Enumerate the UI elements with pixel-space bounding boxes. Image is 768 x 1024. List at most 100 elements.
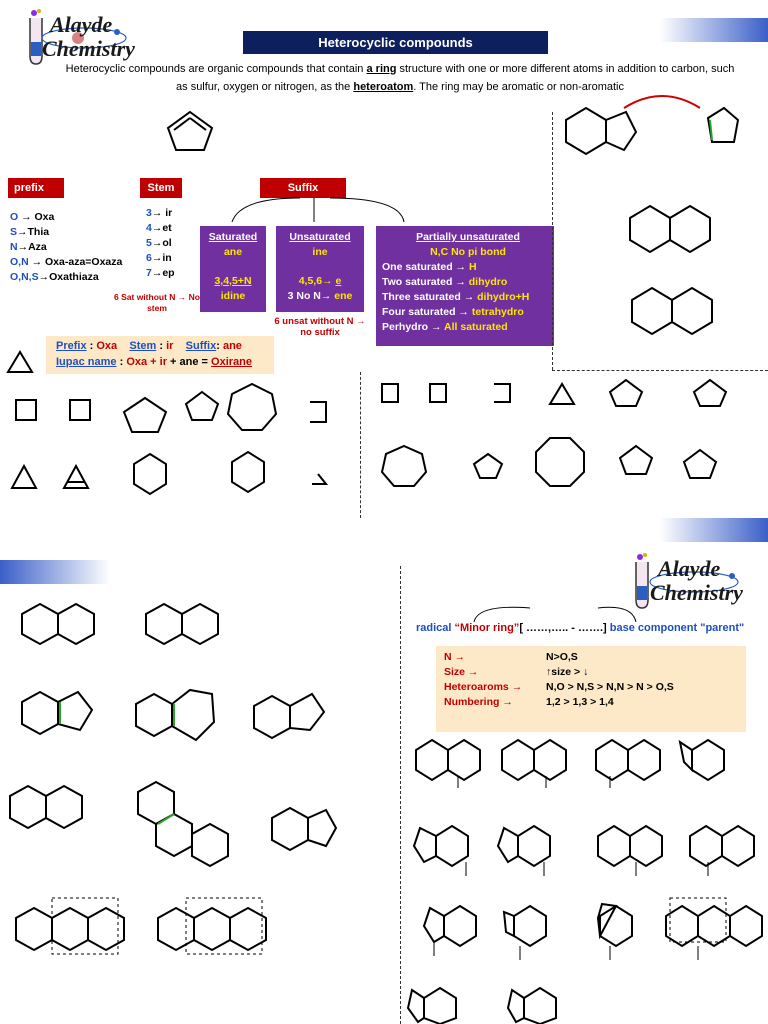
five-ring-icon xyxy=(682,448,718,479)
header-gradient xyxy=(660,18,768,42)
three-ring-icon xyxy=(10,463,38,489)
seven-ring-icon xyxy=(380,444,428,487)
benzene-ring-icon xyxy=(135,692,173,738)
dashed-box xyxy=(185,897,263,955)
example-suffix-value: ane xyxy=(222,340,242,352)
stem-arrow: → xyxy=(151,222,163,234)
four-ring-icon xyxy=(15,399,37,421)
partial-heading: Partially unsaturated xyxy=(416,231,520,243)
rule-value: ↑size > ↓ xyxy=(546,666,589,678)
five-ring-icon xyxy=(412,826,437,864)
partial-row: Two saturated → dihydro xyxy=(382,275,554,290)
five-ring-icon xyxy=(596,902,618,940)
benzene-ring-icon xyxy=(155,812,193,858)
partial-row-label: Two saturated → xyxy=(382,276,469,288)
partial-row-label: Four saturated → xyxy=(382,306,472,318)
rule-value: N,O > N,S > N,N > N > O,S xyxy=(546,681,674,693)
example-prefix-label: Prefix xyxy=(56,340,87,352)
unsaturated-rule-e: e xyxy=(335,275,342,287)
stem-num: 6 xyxy=(146,252,152,264)
benzene-ring-icon xyxy=(145,602,183,646)
rule-label: N → xyxy=(444,651,465,663)
partial-row-label: Three saturated → xyxy=(382,291,478,303)
example-stem-label: Stem xyxy=(129,340,157,352)
five-ring-icon xyxy=(472,452,504,479)
five-ring-icon xyxy=(184,390,220,421)
prefix-arrow: → xyxy=(28,256,46,268)
benzene-ring-icon xyxy=(595,738,629,782)
logo: Alayde Chemistry xyxy=(22,8,135,66)
five-ring-icon xyxy=(496,826,519,864)
benzene-ring-icon xyxy=(629,824,663,868)
six-ring-icon xyxy=(231,450,265,494)
prefix-name: Oxa xyxy=(34,211,55,223)
saturated-heading: Saturated xyxy=(208,231,258,243)
prefix-atom: O,N xyxy=(10,256,29,268)
saturated-rule: 3,4,5+N xyxy=(214,275,252,287)
stem-name: ol xyxy=(162,237,172,249)
benzene-ring-icon xyxy=(523,986,557,1024)
rule-row: Size →↑size > ↓ xyxy=(444,665,674,680)
divider-vertical xyxy=(360,372,361,518)
prefix-arrow: → xyxy=(38,271,50,283)
saturated-suffix: ane xyxy=(223,246,243,258)
prefix-arrow: → xyxy=(17,241,29,253)
benzene-ring-icon xyxy=(627,738,661,782)
benzene-ring-icon xyxy=(21,602,59,646)
benzene-ring-icon xyxy=(513,904,547,948)
prefix-name: Oxa-aza=Oxaza xyxy=(45,256,123,268)
stem-arrow: → xyxy=(151,237,163,249)
example-iupac-label: Iupac name xyxy=(56,356,117,368)
benzene-ring-icon xyxy=(729,904,763,948)
prefix-list: O → Oxa S→Thia N→Aza O,N → Oxa-aza=Oxaza… xyxy=(10,210,122,285)
intro-part3: . The ring may be aromatic or non-aromat… xyxy=(413,81,624,93)
stem-row: 4→et xyxy=(146,221,175,236)
three-ring-icon xyxy=(312,473,329,485)
stem-row: 3→ ir xyxy=(146,206,175,221)
eight-ring-icon xyxy=(535,437,585,487)
prefix-name: Thia xyxy=(27,226,50,238)
stem-label: Stem xyxy=(140,178,182,198)
divider-horizontal xyxy=(552,370,768,371)
example-suffix-label: Suffix xyxy=(185,340,217,352)
benzene-ring-icon xyxy=(697,904,731,948)
five-ring-icon xyxy=(422,906,445,944)
stem-name: ir xyxy=(165,207,173,219)
bracket: [ ……,….. - …….] xyxy=(519,622,610,634)
five-ring-icon xyxy=(678,739,693,773)
example-eq-plus: + xyxy=(147,356,160,368)
example-prefix-value: Oxa xyxy=(96,340,118,352)
prefix-arrow: → xyxy=(17,226,28,238)
stem-name: in xyxy=(162,252,172,264)
prefix-label: prefix xyxy=(8,178,64,198)
benzene-ring-icon xyxy=(691,738,725,782)
seven-ring-icon xyxy=(226,382,278,431)
arrow-icon xyxy=(329,197,405,223)
section-gradient-left xyxy=(0,560,110,584)
five-ring-icon xyxy=(608,378,644,407)
stem-list: 3→ ir 4→et 5→ol 6→in 7→ep xyxy=(146,206,175,281)
prefix-atom: S xyxy=(10,226,18,238)
stem-arrow: → xyxy=(151,252,163,264)
benzene-ring-icon xyxy=(57,602,95,646)
five-ring-icon xyxy=(166,110,214,151)
rule-row: Heteroaroms →N,O > N,S > N,N > N > O,S xyxy=(444,680,674,695)
partial-row-label: One saturated → xyxy=(382,261,469,273)
rule-row: N →N>O,S xyxy=(444,650,674,665)
benzene-ring-icon xyxy=(15,906,53,952)
example-stem-value: ir xyxy=(166,340,174,352)
example-note: Prefix : Oxa Stem : ir Suffix: ane Iupac… xyxy=(46,336,274,374)
flask-icon xyxy=(635,553,739,609)
partial-row: Three saturated → dihydro+H xyxy=(382,290,554,305)
five-ring-icon xyxy=(502,910,515,938)
unsaturated-rule: 4,5,6→ e xyxy=(276,274,364,289)
arrow-icon xyxy=(597,606,637,623)
arrow-icon xyxy=(231,197,301,223)
benzene-ring-icon xyxy=(45,784,83,830)
five-ring-icon xyxy=(605,110,638,152)
prefix-row: O → Oxa xyxy=(10,210,122,225)
bond-green xyxy=(157,813,175,825)
page-title: Heterocyclic compounds xyxy=(243,31,548,54)
benzene-ring-icon xyxy=(435,824,469,868)
